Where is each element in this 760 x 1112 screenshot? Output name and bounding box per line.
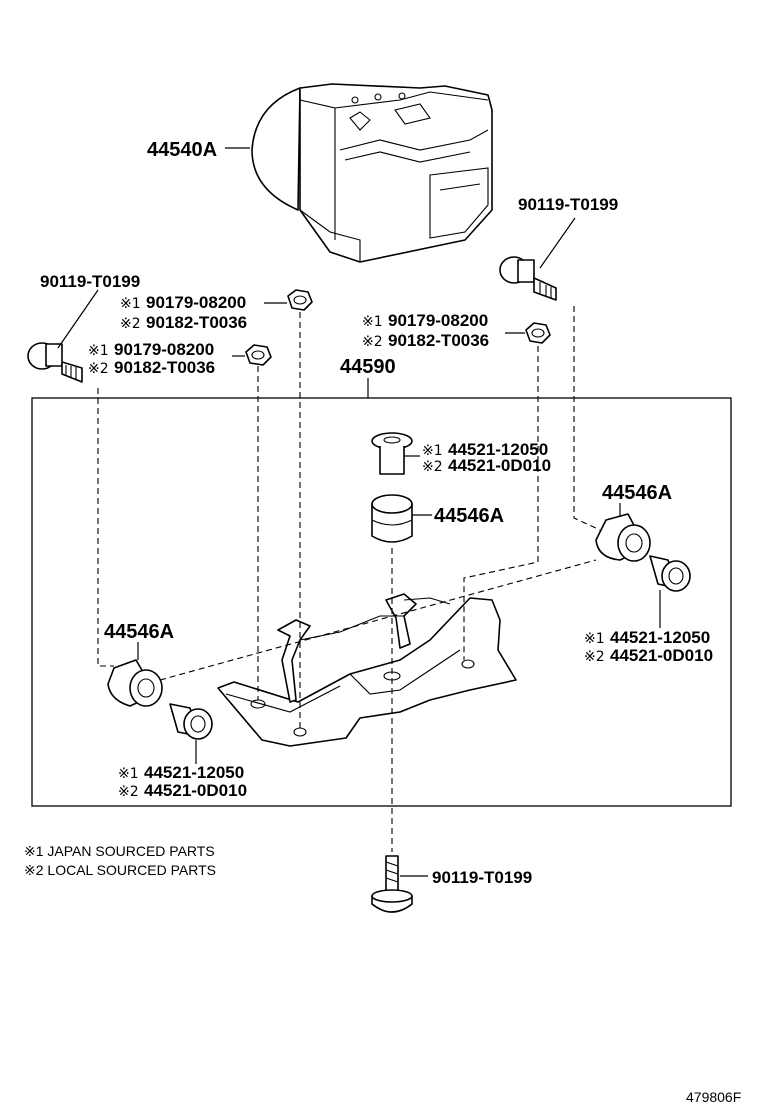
mark-japan-nut-right: ※1 — [362, 314, 383, 330]
label-nut-right-japan: 90179-08200 — [388, 311, 488, 330]
mark-japan-collar-left: ※1 — [118, 766, 139, 782]
mark-local-nut-right: ※2 — [362, 334, 383, 350]
bracket-illustration — [217, 593, 517, 747]
cushion-center-illustration — [371, 494, 413, 543]
mark-local-nut-left: ※2 — [88, 361, 109, 377]
label-collar-right-japan: 44521-12050 — [610, 628, 710, 647]
legend-japan-sourced: ※1 JAPAN SOURCED PARTS — [24, 843, 215, 859]
label-abs-actuator: 44540A — [147, 139, 217, 161]
cushion-right-illustration — [595, 513, 651, 562]
assembly-lines — [97, 306, 601, 852]
label-collar-top-japan: 44521-12050 — [448, 440, 548, 459]
label-nut-left-local: 90182-T0036 — [114, 358, 215, 377]
abs-actuator-illustration — [251, 83, 493, 263]
label-nut-right-local: 90182-T0036 — [388, 331, 489, 350]
label-nut-center-local: 90182-T0036 — [146, 313, 247, 332]
label-bolt-top-left: 90119-T0199 — [40, 272, 140, 291]
mark-local-collar-top: ※2 — [422, 459, 443, 475]
collar-top-illustration — [371, 432, 413, 475]
label-nut-left-japan: 90179-08200 — [114, 340, 214, 359]
label-nut-center-japan: 90179-08200 — [146, 293, 246, 312]
leader-bolt-top-right — [539, 217, 576, 269]
collar-right-illustration — [649, 555, 691, 592]
label-cushion-left: 44546A — [104, 621, 174, 643]
bracket-group-frame — [31, 397, 732, 807]
mark-japan-nut-center: ※1 — [120, 296, 141, 312]
mark-japan-collar-right: ※1 — [584, 631, 605, 647]
label-bolt-top-right: 90119-T0199 — [518, 195, 618, 214]
legend-local-sourced: ※2 LOCAL SOURCED PARTS — [24, 862, 216, 878]
cushion-left-illustration — [107, 659, 163, 707]
label-cushion-right: 44546A — [602, 482, 672, 504]
label-collar-left-japan: 44521-12050 — [144, 763, 244, 782]
label-collar-right-local: 44521-0D010 — [610, 646, 713, 665]
label-bracket: 44590 — [340, 356, 396, 378]
label-collar-top-local: 44521-0D010 — [448, 456, 551, 475]
collar-left-illustration — [169, 703, 213, 740]
nut-center-illustration — [287, 289, 313, 311]
mark-local-nut-center: ※2 — [120, 316, 141, 332]
mark-local-collar-right: ※2 — [584, 649, 605, 665]
nut-right-illustration — [525, 322, 551, 344]
label-bolt-bottom: 90119-T0199 — [432, 868, 532, 887]
label-cushion-center: 44546A — [434, 505, 504, 527]
mark-japan-collar-top: ※1 — [422, 443, 443, 459]
bolt-top-right-illustration — [499, 256, 557, 301]
bolt-top-left-illustration — [27, 342, 83, 383]
mark-japan-nut-left: ※1 — [88, 343, 109, 359]
leader-bolt-top-left — [57, 289, 99, 349]
label-collar-left-local: 44521-0D010 — [144, 781, 247, 800]
nut-left-illustration — [245, 344, 272, 366]
mark-local-collar-left: ※2 — [118, 784, 139, 800]
diagram-reference-code: 479806F — [686, 1089, 741, 1105]
bolt-bottom-illustration — [371, 855, 413, 913]
